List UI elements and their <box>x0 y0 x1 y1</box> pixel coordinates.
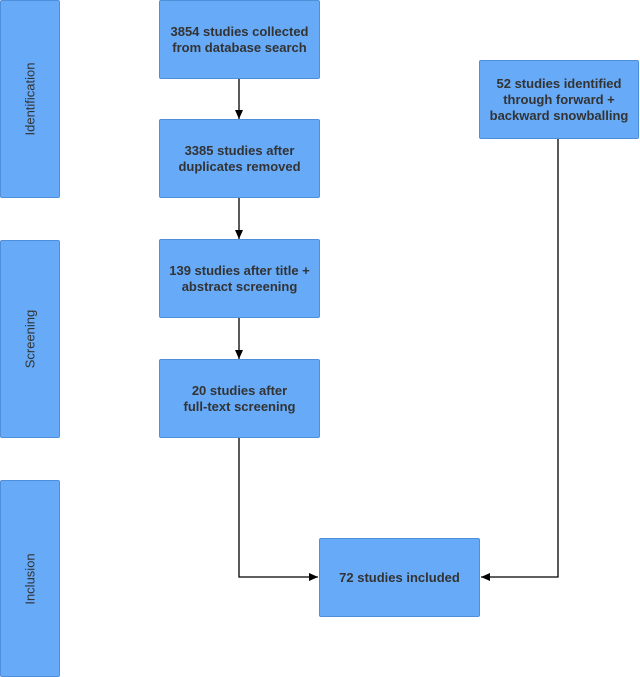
phase-screening: Screening <box>0 240 60 438</box>
box-full-text-screening: 20 studies after full-text screening <box>159 359 320 438</box>
box-studies-collected: 3854 studies collected from database sea… <box>159 0 320 79</box>
box-snowballing: 52 studies identified through forward + … <box>479 60 639 139</box>
box-title-abstract-screening: 139 studies after title + abstract scree… <box>159 239 320 318</box>
phase-identification: Identification <box>0 0 60 198</box>
box-studies-included: 72 studies included <box>319 538 480 617</box>
arrow-snowballing-to-included <box>481 139 559 581</box>
box-duplicates-removed: 3385 studies after duplicates removed <box>159 119 320 198</box>
arrow-full-text-to-included <box>238 438 318 581</box>
